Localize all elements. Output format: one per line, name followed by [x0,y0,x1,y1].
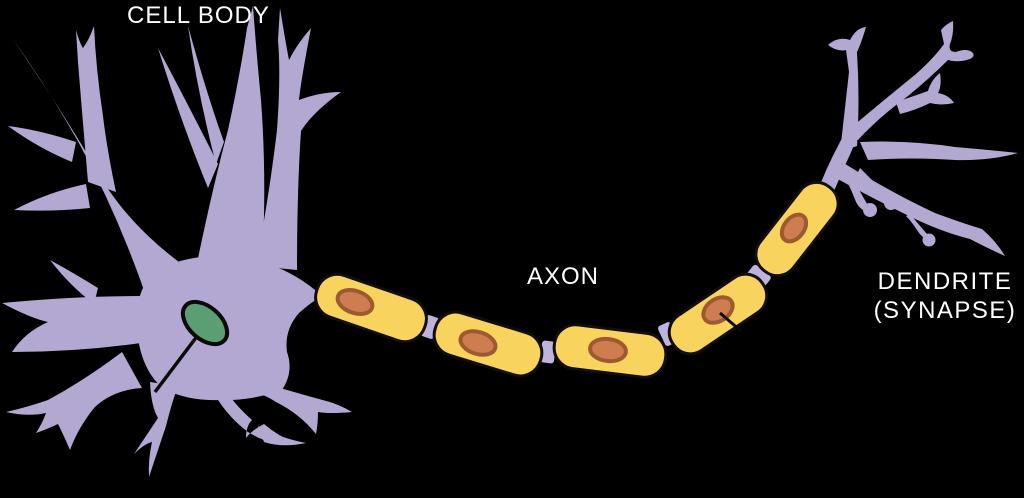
dendrite-branch [258,426,306,446]
dendrite-branch [8,126,76,162]
dendrite-label-line1: DENDRITE [877,268,1013,295]
terminal-branch [828,27,866,152]
dendrite-branch [252,382,352,434]
node-of-ranvier [747,264,771,288]
schwann-nucleus [458,329,498,357]
soma [136,256,322,401]
dendrite-synapse-label: DENDRITE (SYNAPSE) [866,267,1024,325]
axon-label: AXON [527,263,600,290]
cell-body-group [2,6,352,477]
dendrite-branch [196,6,265,268]
dendrite-label-line2: (SYNAPSE) [873,297,1017,324]
terminal-branch [896,73,954,114]
terminal-branch [906,214,930,241]
dendrite-branch [6,352,142,450]
schwann-nucleus-pointer-line [719,311,742,333]
schwann-nucleus [335,288,375,316]
dendrite-branch [188,26,224,164]
dendrite-branch [14,184,90,211]
dendrite-branch [12,38,190,296]
dendrite-branch [134,382,178,477]
synaptic-bouton [922,233,936,247]
dendrite-branch [158,48,218,188]
cell-body-label: CELL BODY [127,2,270,29]
terminal-branch [842,170,869,212]
dendrite-branch [210,386,297,445]
schwann-nucleus [588,336,628,364]
axon-terminal-group [814,21,1018,256]
node-of-ranvier [540,340,556,364]
schwann-nucleus [779,212,809,244]
synaptic-bouton [863,203,877,217]
terminal-branch [858,168,890,203]
dendrite-branch [76,26,116,192]
terminal-branch [836,162,1005,256]
synaptic-bouton [884,196,898,210]
soma-nucleus [180,299,230,347]
terminal-branch [860,141,1018,161]
axon-group [314,180,840,379]
dendrite-branch [50,260,98,304]
terminal-branch [846,21,974,140]
dendrite-branch [2,296,148,352]
dendrite-branch [256,8,341,270]
nucleus-pointer-line [153,333,200,394]
